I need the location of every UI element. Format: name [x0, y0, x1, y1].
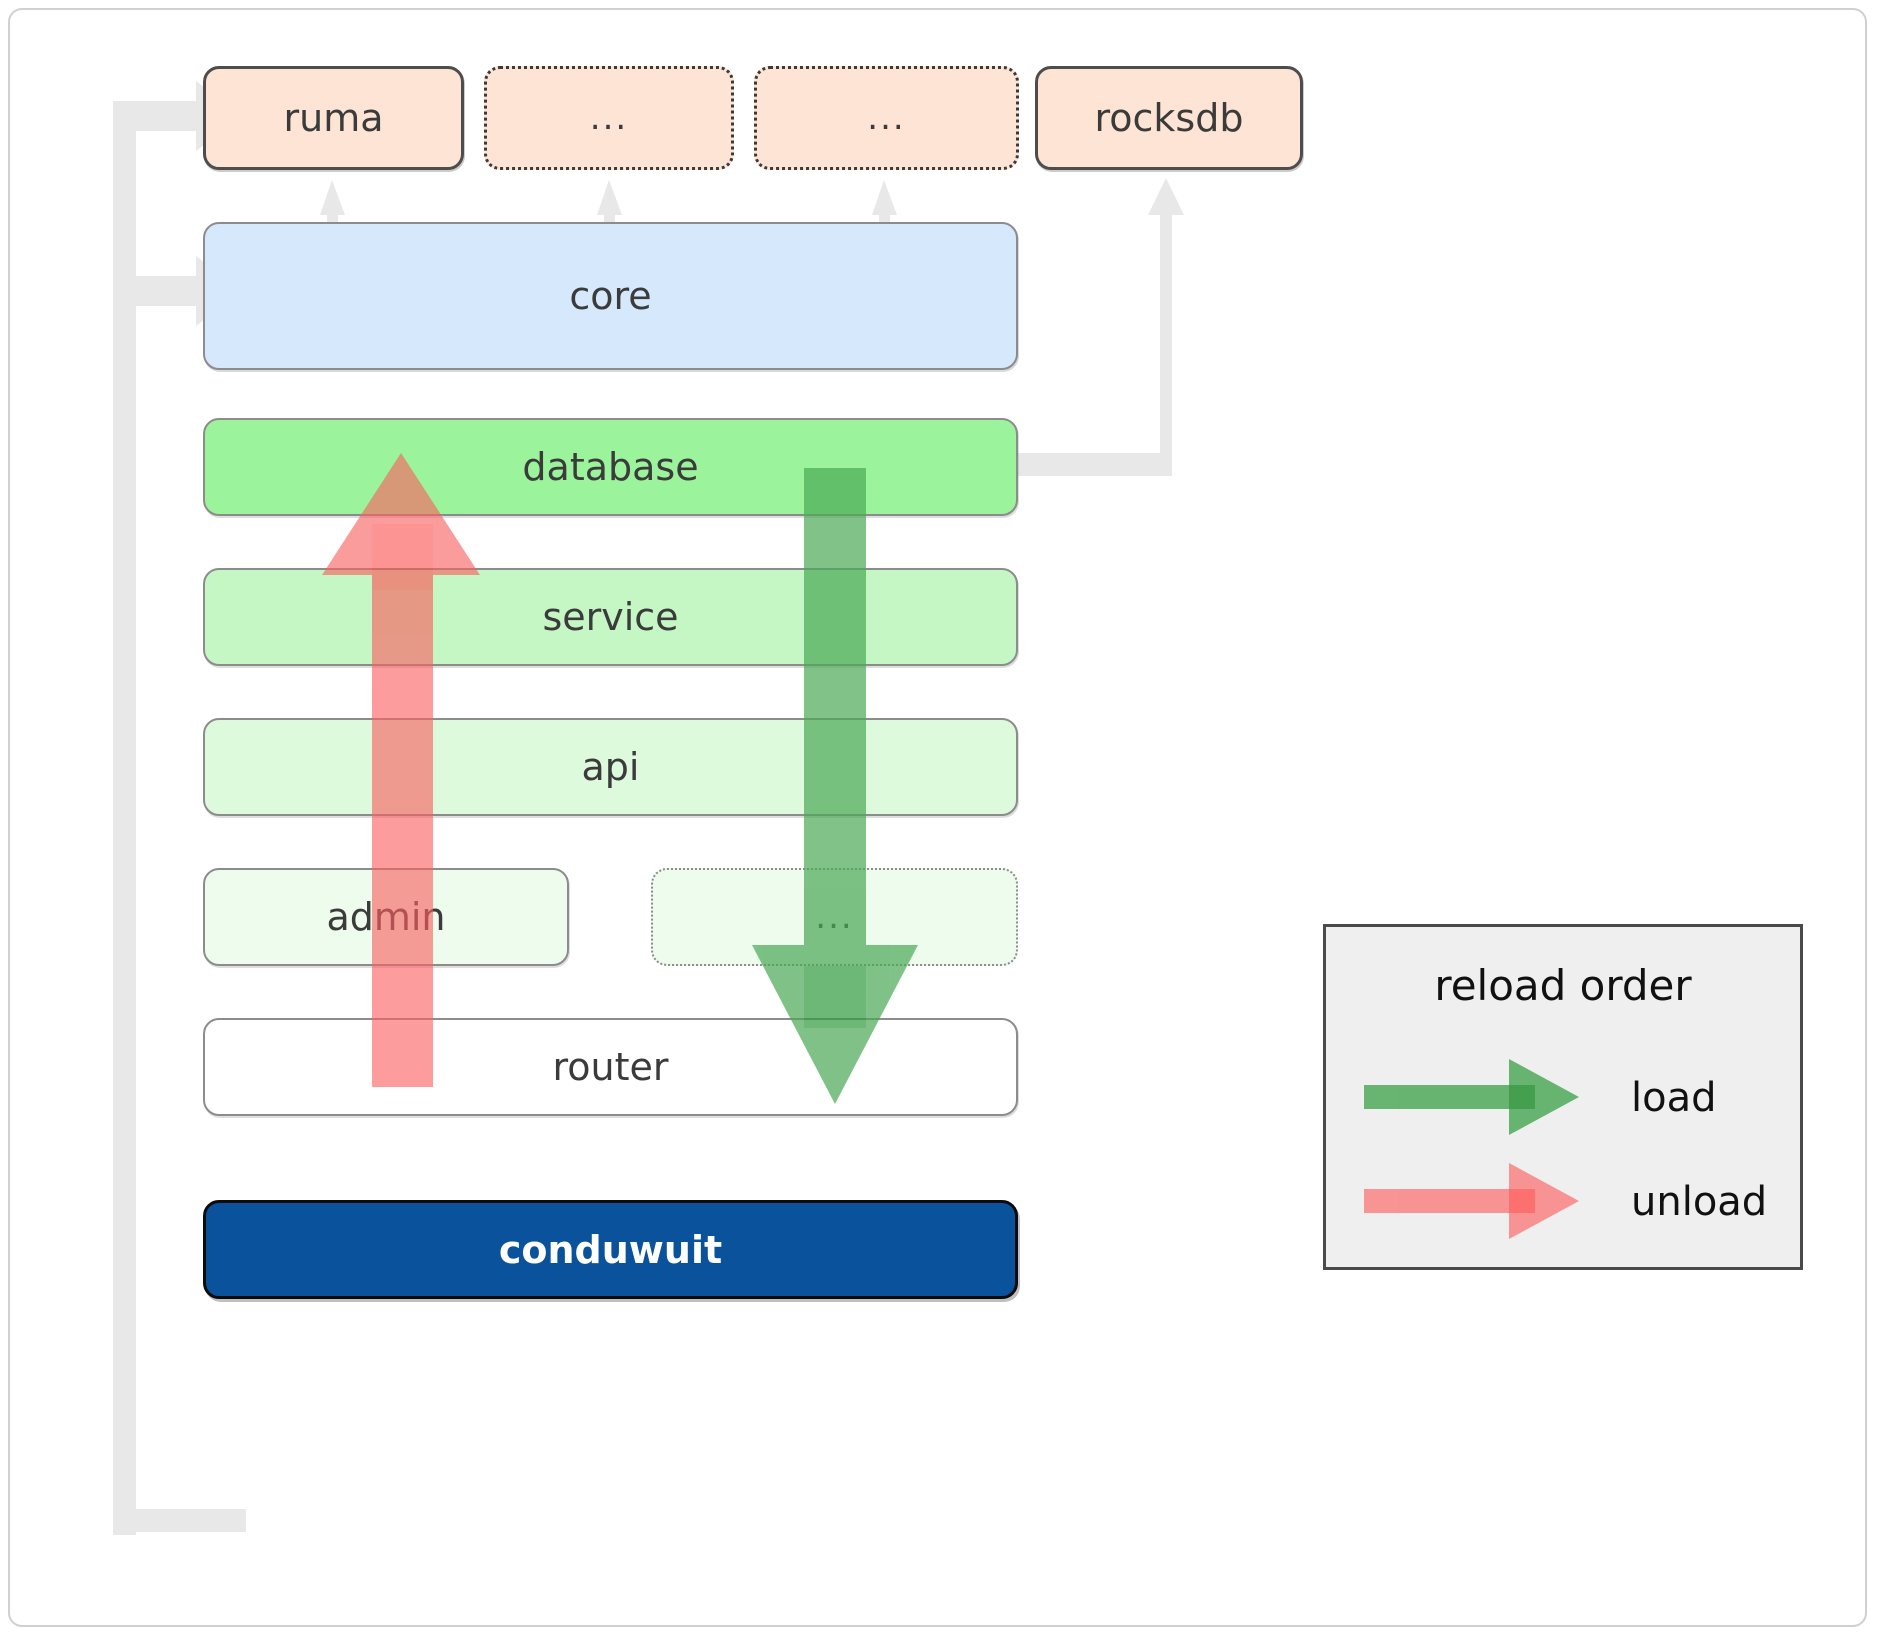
node-conduwuit[interactable]: conduwuit: [203, 1200, 1018, 1299]
node-label: ...: [589, 98, 629, 138]
legend-unload-arrow-icon: [1364, 1163, 1579, 1239]
legend-unload-label: unload: [1631, 1179, 1768, 1225]
node-ruma[interactable]: ruma: [203, 66, 464, 170]
load-flow-arrow: [752, 468, 918, 1104]
node-label: rocksdb: [1094, 96, 1244, 140]
node-dependency-placeholder-1[interactable]: ...: [484, 66, 734, 170]
node-rocksdb[interactable]: rocksdb: [1035, 66, 1303, 170]
legend-panel: reload order load unload: [1323, 924, 1803, 1270]
node-label: conduwuit: [498, 1227, 723, 1272]
node-label: database: [522, 445, 699, 489]
node-dependency-placeholder-2[interactable]: ...: [754, 66, 1019, 170]
node-core[interactable]: core: [203, 222, 1018, 370]
node-router[interactable]: router: [203, 1018, 1018, 1116]
legend-load-arrow-icon: [1364, 1059, 1579, 1135]
node-label: service: [542, 595, 679, 639]
node-label: ...: [867, 98, 906, 138]
unload-flow-arrow: [322, 453, 480, 1087]
node-label: core: [569, 274, 652, 318]
node-label: ruma: [283, 96, 384, 140]
legend-load-label: load: [1631, 1075, 1717, 1121]
node-database[interactable]: database: [203, 418, 1018, 516]
node-label: api: [581, 745, 640, 789]
legend-title: reload order: [1434, 961, 1692, 1010]
node-label: router: [552, 1045, 669, 1089]
node-service[interactable]: service: [203, 568, 1018, 666]
node-api[interactable]: api: [203, 718, 1018, 816]
